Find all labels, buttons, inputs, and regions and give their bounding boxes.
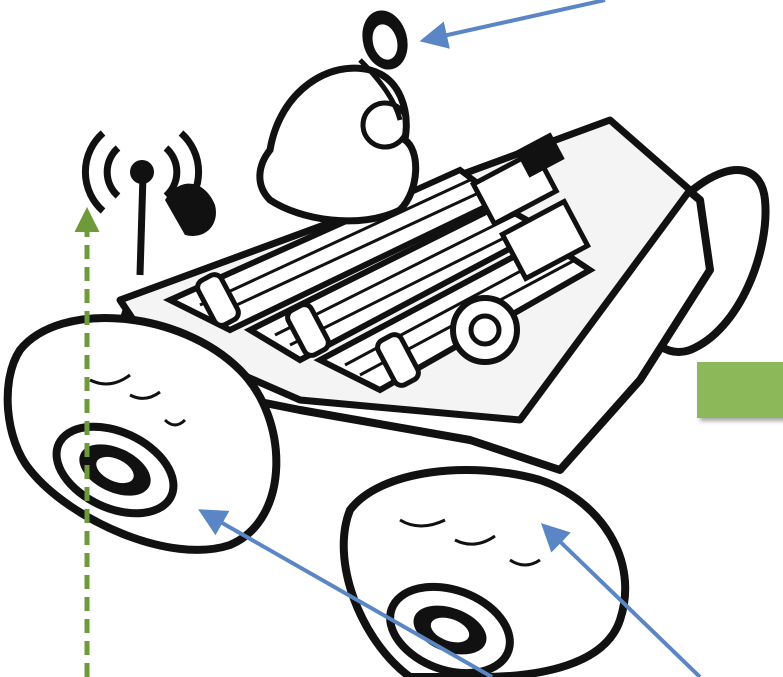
callout-arrow-front-right-wheel	[540, 523, 702, 677]
rear-left-wheel	[165, 183, 216, 236]
callout-arrow-camera	[419, 0, 606, 49]
front-right-wheel	[339, 466, 630, 677]
green-block-arrow	[697, 362, 783, 418]
callout-arrows	[198, 0, 702, 677]
wireless-antenna-icon	[81, 130, 203, 276]
callout-arrow-front-left-wheel	[198, 509, 493, 677]
robot-chassis	[116, 116, 714, 474]
camera-sensor-head	[256, 10, 420, 225]
